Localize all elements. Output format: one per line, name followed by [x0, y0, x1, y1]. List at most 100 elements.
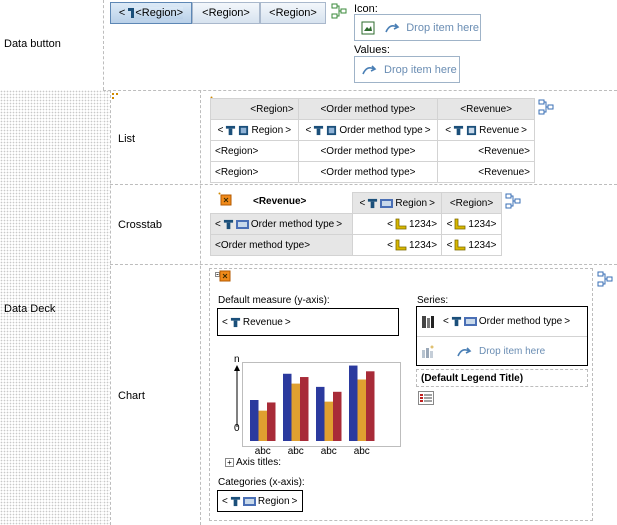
icon-drop-target[interactable]: Drop item here: [381, 16, 479, 39]
list-selection-marker: [112, 93, 118, 99]
list-cell[interactable]: <Region>: [210, 140, 299, 162]
chart-bar: [366, 371, 375, 441]
data-button-2[interactable]: <Region>: [192, 2, 260, 24]
field-icon: [230, 496, 240, 506]
crosstab-row-header-cell[interactable]: <Order method type>: [209, 234, 354, 256]
values-dropzone[interactable]: Drop item here: [354, 56, 460, 83]
image-icon: [361, 21, 375, 35]
series-drop-row[interactable]: Drop item here: [417, 338, 587, 365]
row-divider-3: [110, 264, 617, 265]
list-table[interactable]: <Region> <Order method type> <Revenue> <…: [210, 98, 535, 183]
row-divider-2: [110, 184, 617, 185]
data-button-3[interactable]: <Region>: [260, 2, 326, 24]
y-axis-n-label: n: [234, 354, 240, 365]
x-tick-label: abc: [354, 446, 370, 457]
crosstab-cell[interactable]: < 1234>: [441, 234, 502, 256]
legend-icon[interactable]: [418, 391, 434, 405]
axis-titles-label: Axis titles:: [236, 457, 282, 468]
list-cell[interactable]: <Revenue>: [437, 140, 535, 162]
dimension-icon: [239, 125, 249, 135]
default-measure-dropzone[interactable]: < Revenue>: [217, 308, 399, 336]
chart-select-icon[interactable]: [215, 270, 231, 284]
list-header-cell[interactable]: <Revenue>: [437, 98, 535, 120]
list-cell[interactable]: <Order method type>: [297, 140, 439, 162]
crosstab-cell[interactable]: < 1234>: [441, 213, 502, 235]
crosstab-corner[interactable]: <Revenue>: [253, 196, 307, 207]
level-icon: [235, 219, 249, 229]
list-cell[interactable]: <Region>: [210, 161, 299, 183]
legend-title-box[interactable]: (Default Legend Title): [416, 369, 588, 387]
row-label-data-button: Data button: [4, 38, 61, 50]
crosstab-col-header-cell[interactable]: <Region>: [441, 192, 502, 214]
drop-arrow-icon: [385, 22, 400, 33]
crosstab-select-icon[interactable]: [218, 192, 232, 206]
y-axis-arrowhead: [234, 365, 240, 371]
values-label: Values:: [354, 44, 390, 56]
drop-arrow-icon: [362, 64, 378, 75]
left-gutter-inner: [103, 90, 110, 525]
list-cell[interactable]: <Order method type>: [297, 161, 439, 183]
row-label-list: List: [118, 133, 136, 145]
list-cell[interactable]: <Revenue>: [437, 161, 535, 183]
categories-label: Categories (x-axis):: [218, 477, 305, 488]
series-drop-text: Drop item here: [479, 346, 546, 357]
field-icon: [226, 125, 236, 135]
chart-bar: [333, 391, 342, 441]
default-measure-label: Default measure (y-axis):: [218, 295, 330, 306]
measure-cell-icon: [395, 239, 407, 251]
chart-bar: [267, 402, 276, 441]
series-dropzone[interactable]: < Order method type> Drop item here: [416, 306, 588, 366]
list-field-cell[interactable]: < Revenue>: [437, 119, 535, 141]
data-button-1[interactable]: < <Region>: [110, 2, 192, 24]
list-header-cell[interactable]: <Order method type>: [297, 98, 439, 120]
field-icon: [230, 317, 240, 327]
x-tick-label: abc: [321, 446, 337, 457]
list-field-cell[interactable]: < Order method type>: [297, 119, 439, 141]
categories-dropzone[interactable]: < Region>: [217, 490, 303, 512]
crosstab-cell[interactable]: < 1234>: [352, 234, 443, 256]
row-label-crosstab: Crosstab: [118, 219, 163, 231]
list-row: <Region> <Order method type> <Revenue>: [210, 140, 535, 162]
list-field-cell[interactable]: < Region>: [210, 119, 299, 141]
crosstab-cell[interactable]: < 1234>: [352, 213, 443, 235]
chart-bar: [349, 365, 358, 441]
row-label-data-deck: Data Deck: [4, 303, 56, 315]
group-toggle-icon[interactable]: [331, 3, 347, 19]
field-icon: [451, 316, 461, 327]
legend-title: (Default Legend Title): [421, 372, 524, 384]
icon-dropzone[interactable]: Drop item here: [354, 14, 481, 41]
data-button-2-label: <Region>: [202, 7, 250, 19]
chart-bar: [324, 401, 333, 441]
chart-bar: [300, 377, 309, 441]
values-drop-target[interactable]: Drop item here: [356, 58, 458, 81]
chart-group-icon[interactable]: [597, 271, 613, 287]
list-group-icon[interactable]: [538, 99, 554, 115]
list-row: <Region> <Order method type> <Revenue>: [210, 161, 535, 183]
crosstab-row: <Order method type> < 1234> < 1234>: [209, 234, 502, 256]
measure-cell-icon: [395, 218, 407, 230]
data-button-3-label: <Region>: [269, 7, 317, 19]
list-field-row: < Region> < Order method type> < Revenue…: [210, 119, 535, 141]
chart-container[interactable]: [209, 268, 593, 521]
crosstab-corner-cell: [211, 193, 353, 214]
measure-field-label: Revenue: [242, 316, 283, 328]
icon-drop-text: Drop item here: [406, 21, 479, 34]
level-icon: [463, 317, 477, 326]
expand-icon: +: [225, 458, 234, 467]
series-bar-icon: [422, 315, 434, 328]
list-header-row: <Region> <Order method type> <Revenue>: [210, 98, 535, 120]
drop-arrow-icon: [457, 346, 473, 357]
crosstab-group-icon[interactable]: [505, 193, 521, 209]
field-icon: [454, 125, 464, 135]
crosstab-row-field-cell[interactable]: < Order method type>: [209, 213, 354, 235]
dimension-icon: [327, 125, 337, 135]
crosstab-col-field-cell[interactable]: < Region>: [352, 192, 443, 214]
axis-titles-toggle[interactable]: + Axis titles:: [225, 457, 281, 468]
series-field-row[interactable]: < Order method type>: [417, 307, 587, 337]
crosstab-table[interactable]: < Region> <Region> < Order method type> …: [209, 192, 502, 256]
list-header-cell[interactable]: <Region>: [210, 98, 299, 120]
series-label: Series:: [417, 295, 449, 306]
chart-bar: [283, 373, 292, 441]
x-tick-label: abc: [288, 446, 304, 457]
